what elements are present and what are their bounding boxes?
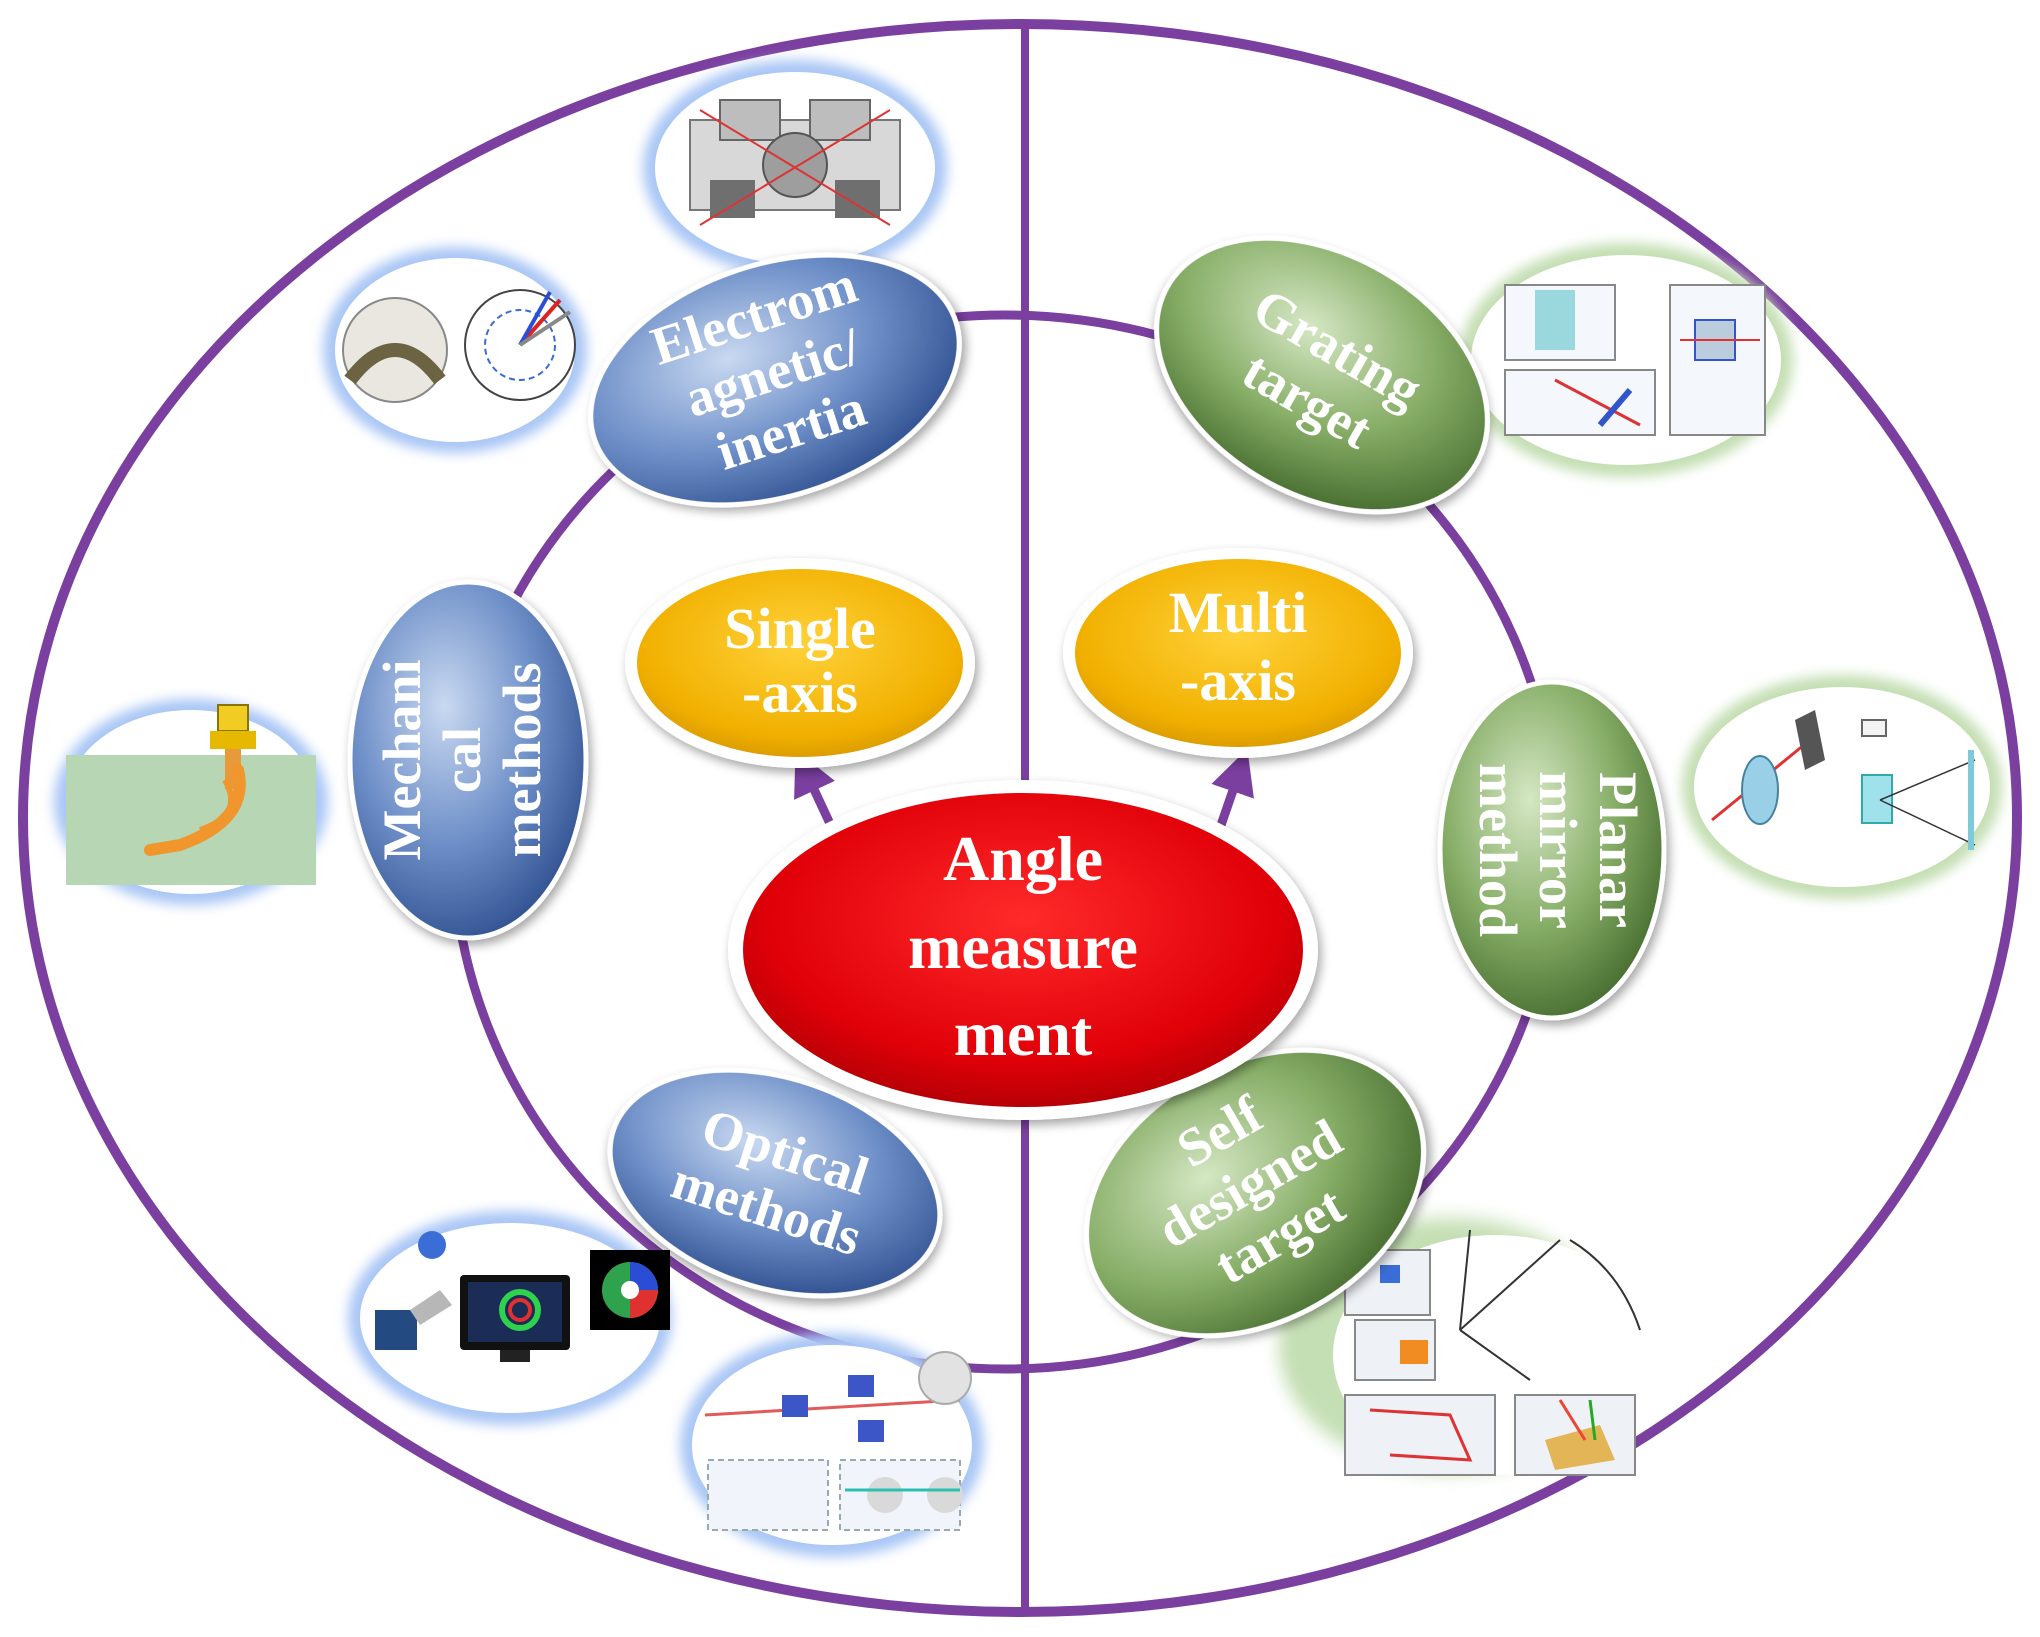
single-axis-line-1: Single <box>724 596 876 661</box>
mechanical-line-1: Mechani <box>372 660 432 861</box>
multi-axis-line-1: Multi <box>1169 580 1308 645</box>
mechanical-line-2: cal <box>432 727 492 793</box>
optical-interferometer-thumbnail <box>680 1333 984 1557</box>
category-grating-target[interactable]: Grating target <box>1108 182 1536 568</box>
category-mechanical-methods[interactable]: Mechani cal methods <box>347 579 589 941</box>
self-designed-target-thumbnail <box>1278 1218 1657 1476</box>
planar-line-1: Planar <box>1588 772 1648 928</box>
category-self-designed-target[interactable]: Self designed target <box>1035 992 1475 1394</box>
multi-axis-line-2: -axis <box>1180 648 1296 713</box>
planar-line-3: method <box>1468 763 1528 937</box>
outer-ring <box>18 19 2022 1617</box>
optical-camera-thumbnail <box>348 1211 672 1425</box>
mechanical-line-3: methods <box>492 662 552 857</box>
inertia-sensor-thumbnail <box>323 247 587 453</box>
thumbnails <box>54 60 2002 1557</box>
center-line-3: ment <box>954 998 1093 1069</box>
angle-measurement-center[interactable]: Angle measure ment <box>728 780 1318 1120</box>
grating-target-thumbnail <box>1459 243 1793 477</box>
arrow-to-single-axis <box>794 749 837 830</box>
planar-line-2: mirror <box>1528 771 1588 929</box>
center-line-2: measure <box>908 911 1138 982</box>
electromagnetic-setup-thumbnail <box>643 60 947 276</box>
single-axis-node[interactable]: Single -axis <box>625 558 975 768</box>
multi-axis-node[interactable]: Multi -axis <box>1063 548 1413 758</box>
single-axis-line-2: -axis <box>742 660 858 725</box>
center-line-1: Angle <box>943 823 1103 894</box>
category-planar-mirror-method[interactable]: Planar mirror method <box>1437 679 1667 1021</box>
category-optical-methods[interactable]: Optical methods <box>581 1031 969 1336</box>
category-electromagnetic-inertia[interactable]: Electrom agnetic/ inertia <box>558 211 991 549</box>
mechanical-probe-thumbnail <box>54 699 328 905</box>
planar-mirror-thumbnail <box>1682 675 2002 899</box>
arrow-to-multi-axis <box>1211 748 1254 830</box>
